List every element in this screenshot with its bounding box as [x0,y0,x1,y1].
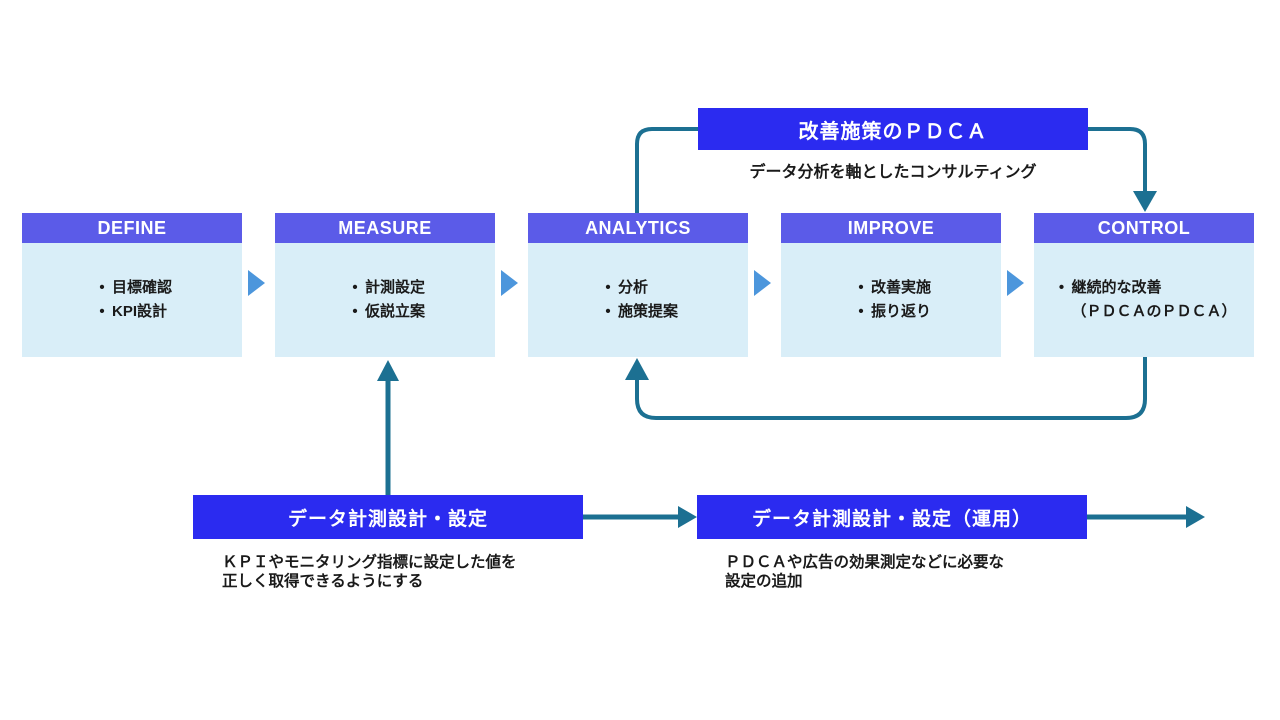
arrow-up-icon [377,360,399,381]
flow-chevron-icon [248,270,265,296]
stage-title: IMPROVE [781,213,1001,243]
stage-analytics: ANALYTICS •分析 •施策提案 [528,213,748,357]
description-line: 正しく取得できるようにする [222,573,424,590]
stage-bullet: •継続的な改善 [1058,279,1162,296]
stage-bullet: •振り返り [858,303,931,320]
control-to-analytics-feedback-connector [635,357,1147,420]
stage-define: DEFINE •目標確認 •KPI設計 [22,213,242,357]
stage-title: CONTROL [1034,213,1254,243]
description-line: ＰＤＣＡや広告の効果測定などに必要な [725,554,1005,571]
stage-body: •継続的な改善 （ＰＤＣＡのＰＤＣＡ） [1034,243,1254,357]
flow-chevron-icon [754,270,771,296]
banner-data-measurement-setup-operation-description: ＰＤＣＡや広告の効果測定などに必要な 設定の追加 [725,553,1004,591]
stage-bullet: •計測設定 [352,279,425,296]
arrow-right-icon [1186,506,1205,528]
banner-data-measurement-setup-operation: データ計測設計・設定（運用） [697,495,1087,539]
stage-bullet: •施策提案 [605,303,678,320]
stage-control: CONTROL •継続的な改善 （ＰＤＣＡのＰＤＣＡ） [1034,213,1254,357]
description-line: 設定の追加 [725,573,803,590]
flow-chevron-icon [501,270,518,296]
stage-bullet: •仮説立案 [352,303,425,320]
description-line: ＫＰＩやモニタリング指標に設定した値を [222,554,517,571]
flow-chevron-icon [1007,270,1024,296]
stage-body: •計測設定 •仮説立案 [275,243,495,357]
stage-bullet: •改善実施 [858,279,931,296]
stage-bullet: •KPI設計 [99,303,167,320]
stage-title: MEASURE [275,213,495,243]
stage-title: DEFINE [22,213,242,243]
pdca-banner-subtitle: データ分析を軸としたコンサルティング [749,164,1037,181]
pdca-banner: 改善施策のＰＤＣＡ [698,108,1088,150]
stage-bullet: •目標確認 [99,279,172,296]
stage-improve: IMPROVE •改善実施 •振り返り [781,213,1001,357]
arrow-right-icon [678,506,697,528]
stage-body: •目標確認 •KPI設計 [22,243,242,357]
stage-bullet: •分析 [605,279,648,296]
stage-bullet: （ＰＤＣＡのＰＤＣＡ） [1071,303,1237,320]
banner-data-measurement-setup-description: ＫＰＩやモニタリング指標に設定した値を 正しく取得できるようにする [222,553,517,591]
stage-body: •改善実施 •振り返り [781,243,1001,357]
stage-measure: MEASURE •計測設定 •仮説立案 [275,213,495,357]
stage-body: •分析 •施策提案 [528,243,748,357]
stage-title: ANALYTICS [528,213,748,243]
banner-data-measurement-setup: データ計測設計・設定 [193,495,583,539]
arrow-up-icon [625,358,649,380]
arrow-down-icon [1133,191,1157,212]
